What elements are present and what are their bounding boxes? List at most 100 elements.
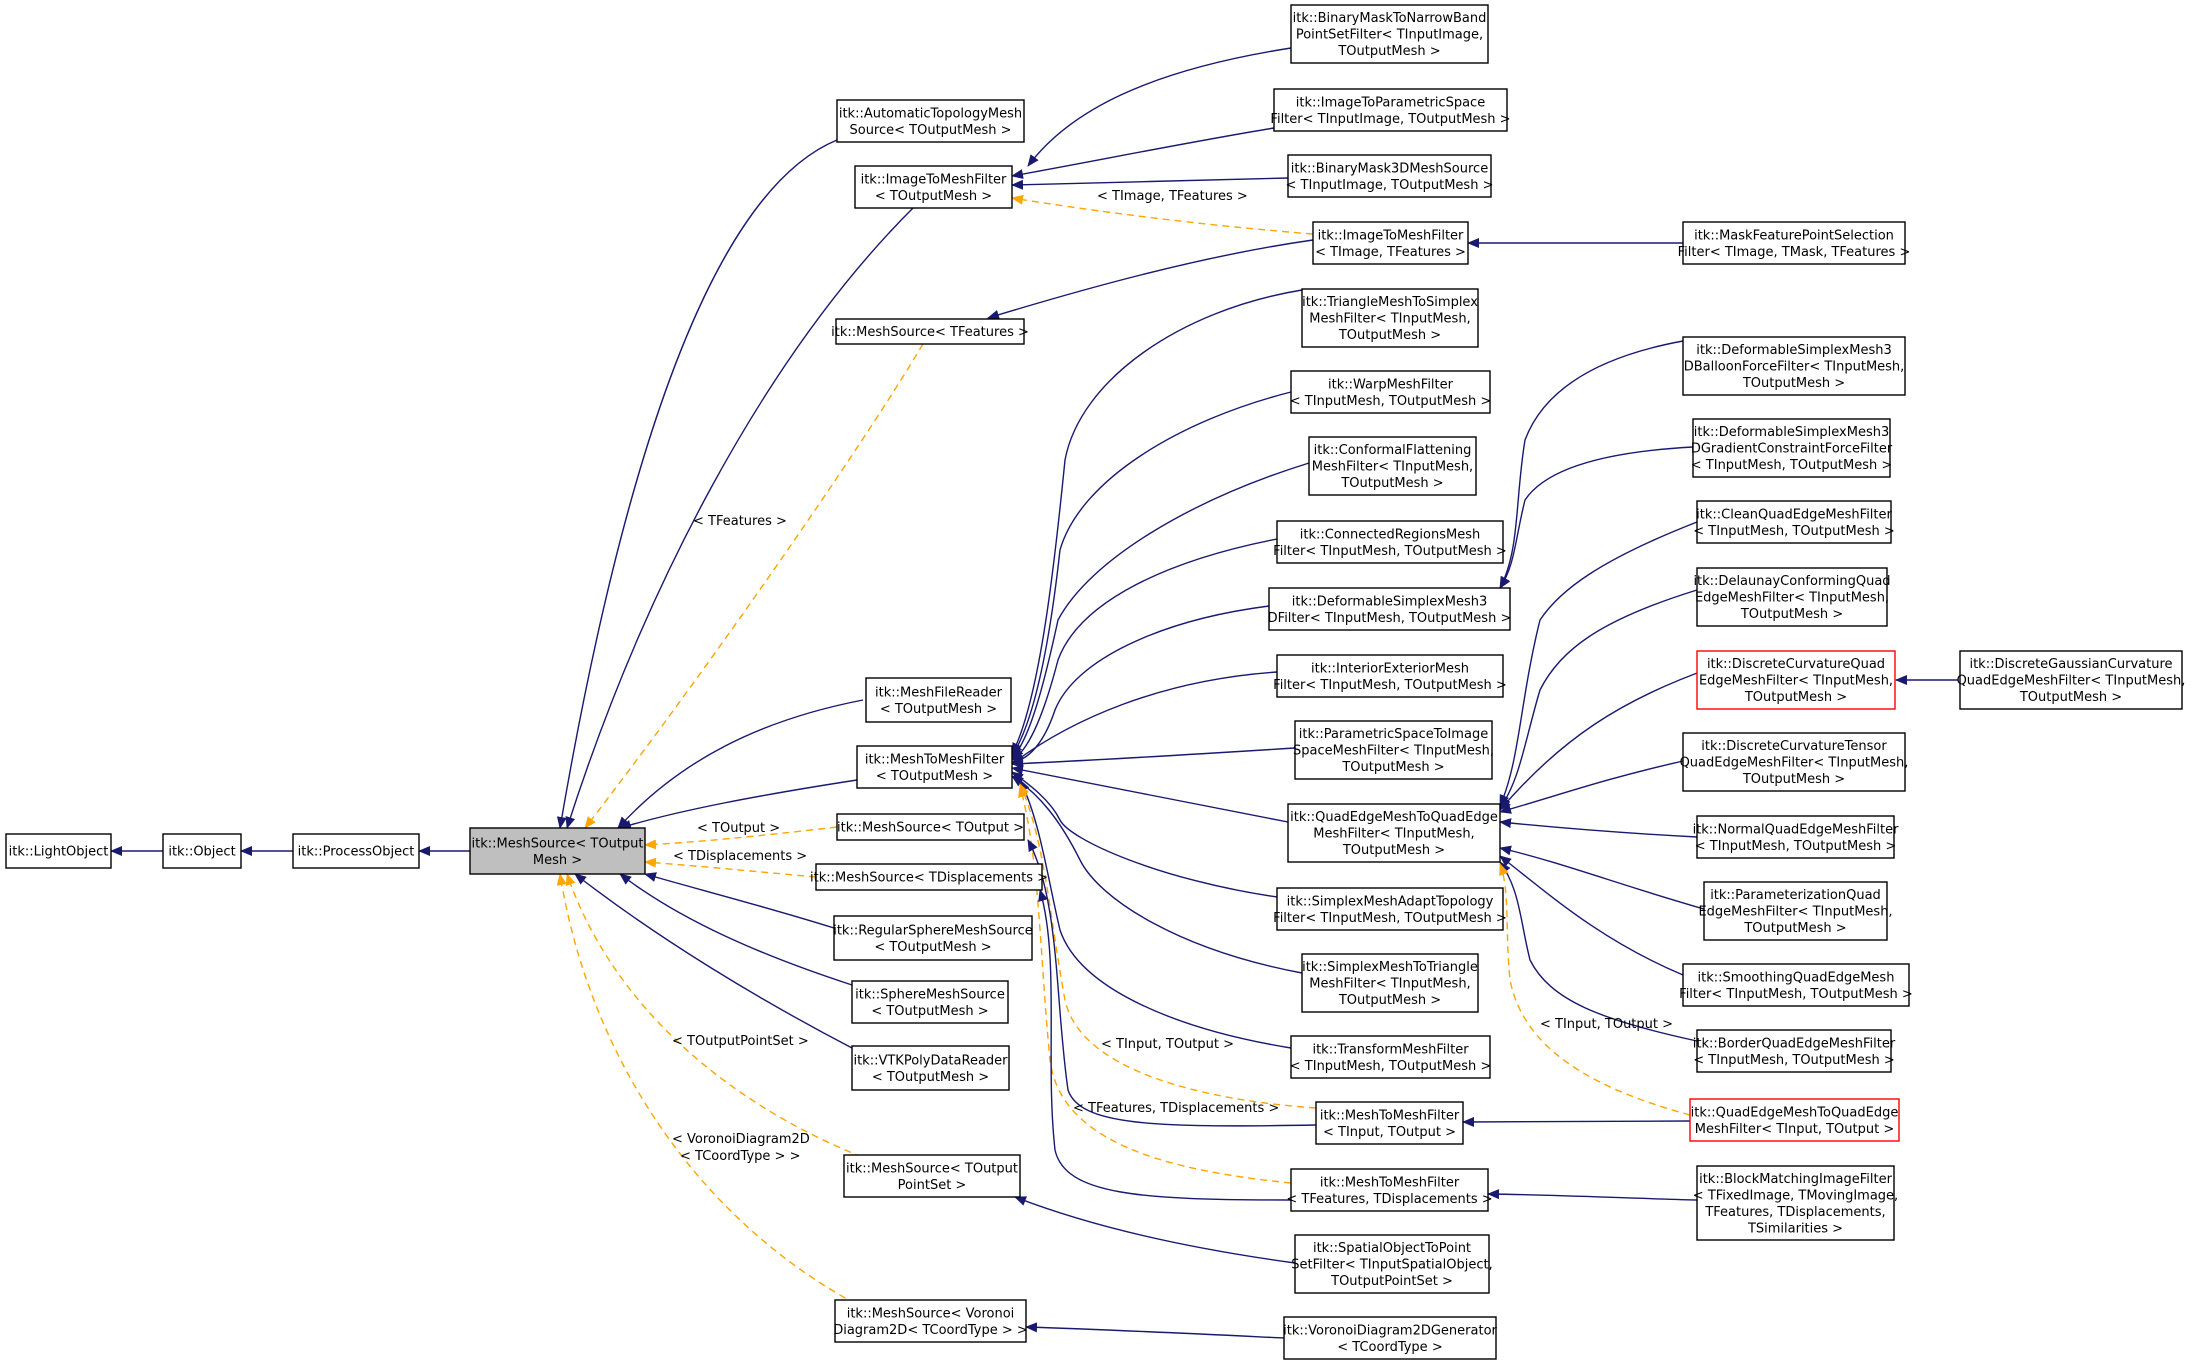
node-meshfilereader[interactable]: itk::MeshFileReader< TOutputMesh > [865,677,1012,723]
node-imagetomeshfilter[interactable]: itk::ImageToMeshFilter< TOutputMesh > [854,165,1013,209]
node-box[interactable] [1692,418,1891,478]
node-box[interactable] [1689,1098,1900,1142]
node-parameterization[interactable]: itk::ParameterizationQuadEdgeMeshFilter<… [1698,881,1893,941]
node-box[interactable] [1268,587,1511,631]
node-box[interactable] [865,677,1012,723]
node-vtkpolydatareader[interactable]: itk::VTKPolyDataReader< TOutputMesh > [851,1045,1010,1091]
node-normalquadedge[interactable]: itk::NormalQuadEdgeMeshFilter< TInputMes… [1693,815,1900,859]
node-processobject[interactable]: itk::ProcessObject [292,833,420,869]
node-meshsource-tfeatures[interactable]: itk::MeshSource< TFeatures > [831,318,1029,345]
node-delaunay[interactable]: itk::DelaunayConformingQuadEdgeMeshFilte… [1693,567,1891,627]
node-box[interactable] [1696,1165,1895,1241]
node-box[interactable] [835,318,1025,345]
node-borderquadedge[interactable]: itk::BorderQuadEdgeMeshFilter< TInputMes… [1693,1029,1896,1073]
node-box[interactable] [1308,436,1477,496]
node-box[interactable] [1290,370,1491,414]
node-lightobject[interactable]: itk::LightObject [5,833,112,869]
node-box[interactable] [1703,881,1888,941]
node-discretetensor[interactable]: itk::DiscreteCurvatureTensorQuadEdgeMesh… [1680,732,1909,792]
node-box[interactable] [1301,288,1479,348]
node-box[interactable] [836,813,1025,841]
node-box[interactable] [854,165,1013,209]
node-discretecurvature[interactable]: itk::DiscreteCurvatureQuadEdgeMeshFilter… [1696,650,1896,710]
node-blockmatching[interactable]: itk::BlockMatchingImageFilter< TFixedIma… [1693,1165,1898,1241]
node-box[interactable] [1959,650,2183,710]
node-box[interactable] [1283,1316,1497,1360]
node-box[interactable] [834,1299,1027,1343]
node-parametricspace[interactable]: itk::ParametricSpaceToImageSpaceMeshFilt… [1293,720,1494,780]
node-box[interactable] [1273,88,1508,132]
node-meshsource-tdisp[interactable]: itk::MeshSource< TDisplacements > [810,863,1048,891]
node-box[interactable] [162,833,242,869]
node-box[interactable] [1290,4,1489,64]
node-box[interactable] [292,833,420,869]
node-box[interactable] [833,915,1033,961]
node-deformablegradient[interactable]: itk::DeformableSimplexMesh3DGradientCons… [1691,418,1893,478]
node-spheremeshsource[interactable]: itk::SphereMeshSource< TOutputMesh > [851,980,1009,1024]
node-warpmeshfilter[interactable]: itk::WarpMeshFilter< TInputMesh, TOutput… [1290,370,1491,414]
node-box[interactable] [1312,221,1469,265]
node-cleanquadedge[interactable]: itk::CleanQuadEdgeMeshFilter< TInputMesh… [1693,500,1895,544]
node-box[interactable] [851,1045,1010,1091]
node-box[interactable] [1682,221,1906,265]
node-meshtomesh-tfeat[interactable]: itk::MeshToMeshFilter< TFeatures, TDispl… [1286,1168,1493,1212]
node-box[interactable] [1682,963,1910,1007]
node-object[interactable]: itk::Object [162,833,242,869]
node-box[interactable] [469,827,646,875]
edge-imagetomeshfilter-to-meshsource [565,205,916,829]
node-box[interactable] [1276,887,1504,931]
node-box[interactable] [1696,650,1896,710]
node-box[interactable] [1290,1168,1489,1212]
node-box[interactable] [1315,1101,1464,1145]
node-box[interactable] [1696,567,1888,627]
node-regularsphere[interactable]: itk::RegularSphereMeshSource< TOutputMes… [833,915,1033,961]
node-box[interactable] [856,745,1013,789]
node-transformmesh[interactable]: itk::TransformMeshFilter< TInputMesh, TO… [1290,1035,1491,1079]
node-box[interactable] [1682,336,1906,396]
node-box[interactable] [1276,654,1504,698]
node-box[interactable] [1287,154,1492,198]
node-meshtomesh-tinput[interactable]: itk::MeshToMeshFilter< TInput, TOutput > [1315,1101,1464,1145]
node-box[interactable] [843,1154,1021,1198]
node-box[interactable] [1276,520,1504,564]
node-voronoigenerator[interactable]: itk::VoronoiDiagram2DGenerator< TCoordTy… [1283,1316,1498,1360]
node-box[interactable] [1696,1029,1892,1073]
node-binarymasknarrow[interactable]: itk::BinaryMaskToNarrowBandPointSetFilte… [1290,4,1489,64]
node-meshsource-toutput[interactable]: itk::MeshSource< TOutput > [836,813,1025,841]
node-imagetomesh-feat[interactable]: itk::ImageToMeshFilter< TImage, TFeature… [1312,221,1469,265]
node-box[interactable] [1294,1234,1490,1294]
node-box[interactable] [1301,953,1479,1013]
node-meshsource-pointset[interactable]: itk::MeshSource< TOutputPointSet > [843,1154,1021,1198]
node-box[interactable] [1696,500,1892,544]
node-box[interactable] [1696,815,1895,859]
node-meshsource-root[interactable]: itk::MeshSource< TOutputMesh > [469,827,646,875]
node-deformableballoon[interactable]: itk::DeformableSimplexMesh3DBalloonForce… [1682,336,1906,396]
node-box[interactable] [1287,803,1501,863]
edge-interiorexterior-to-meshtomeshfilter [1011,671,1278,765]
node-meshsource-voronoi[interactable]: itk::MeshSource< VoronoiDiagram2D< TCoor… [833,1299,1028,1343]
node-box[interactable] [5,833,112,869]
node-box[interactable] [1682,732,1906,792]
node-box[interactable] [851,980,1009,1024]
node-box[interactable] [1294,720,1493,780]
node-box[interactable] [836,99,1025,143]
node-box[interactable] [815,863,1043,891]
node-discretegaussian[interactable]: itk::DiscreteGaussianCurvatureQuadEdgeMe… [1957,650,2186,710]
node-box[interactable] [1290,1035,1491,1079]
node-meshtomeshfilter[interactable]: itk::MeshToMeshFilter< TOutputMesh > [856,745,1013,789]
node-binarymask3d[interactable]: itk::BinaryMask3DMeshSource< TInputImage… [1286,154,1494,198]
